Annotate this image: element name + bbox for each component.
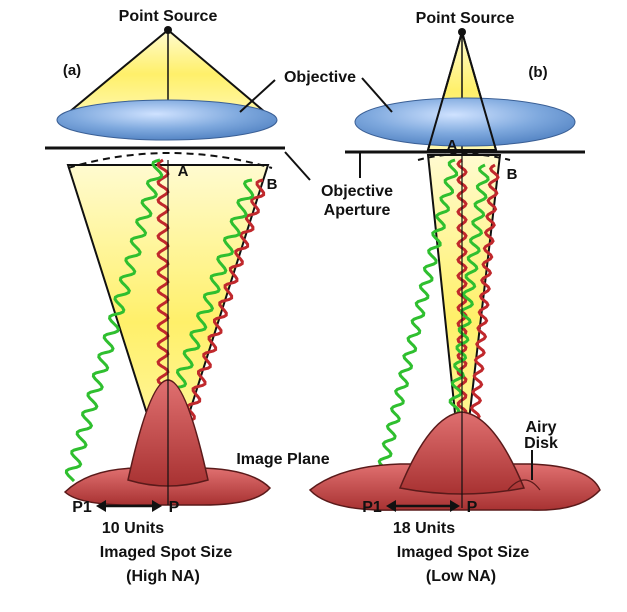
- image-plane-label: Image Plane: [236, 451, 329, 468]
- point-source-b: [458, 28, 466, 36]
- point-source-a: [164, 26, 172, 34]
- point-b-label-a: B: [267, 176, 278, 193]
- objective-pointer: [239, 79, 276, 113]
- panel-label-b: (b): [528, 64, 547, 81]
- objective-lens-b: [354, 97, 576, 147]
- point-b-label-b: B: [507, 166, 518, 183]
- aperture-pointer: [284, 151, 311, 181]
- p1-label-b: P1: [362, 499, 382, 516]
- caption-line2-a: (High NA): [126, 568, 200, 585]
- point-source-label-b: Point Source: [416, 10, 515, 27]
- objective-lens-a: [56, 99, 278, 141]
- spot-arrow-b: [386, 500, 460, 512]
- airy-label-line1: Airy: [525, 419, 556, 436]
- objective-pointer-b: [361, 77, 393, 113]
- point-a-label-a: A: [178, 163, 189, 180]
- point-a-label-b: A: [447, 137, 458, 154]
- p-label-a: P: [169, 499, 180, 516]
- airy-label-line2: Disk: [524, 435, 558, 452]
- caption-line1-b: Imaged Spot Size: [397, 544, 530, 561]
- units-label-a: 10 Units: [102, 520, 164, 537]
- aperture-label-line2: Aperture: [324, 202, 391, 219]
- panel-a: [45, 26, 285, 506]
- objective-label: Objective: [284, 69, 356, 86]
- p1-label-a: P1: [72, 499, 92, 516]
- caption-line2-b: (Low NA): [426, 568, 496, 585]
- panel-b: [308, 28, 601, 511]
- spot-arrow-a: [96, 500, 162, 512]
- aperture-arc-b: [417, 153, 511, 161]
- point-source-label-a: Point Source: [119, 8, 218, 25]
- p-label-b: P: [467, 499, 478, 516]
- caption-line1-a: Imaged Spot Size: [100, 544, 233, 561]
- wave-green-left-a: [64, 158, 164, 483]
- aperture-arc-a: [67, 152, 273, 169]
- panel-label-a: (a): [63, 62, 81, 79]
- wave-green-left-b: [373, 158, 459, 480]
- aperture-label-line1: Objective: [321, 183, 393, 200]
- units-label-b: 18 Units: [393, 520, 455, 537]
